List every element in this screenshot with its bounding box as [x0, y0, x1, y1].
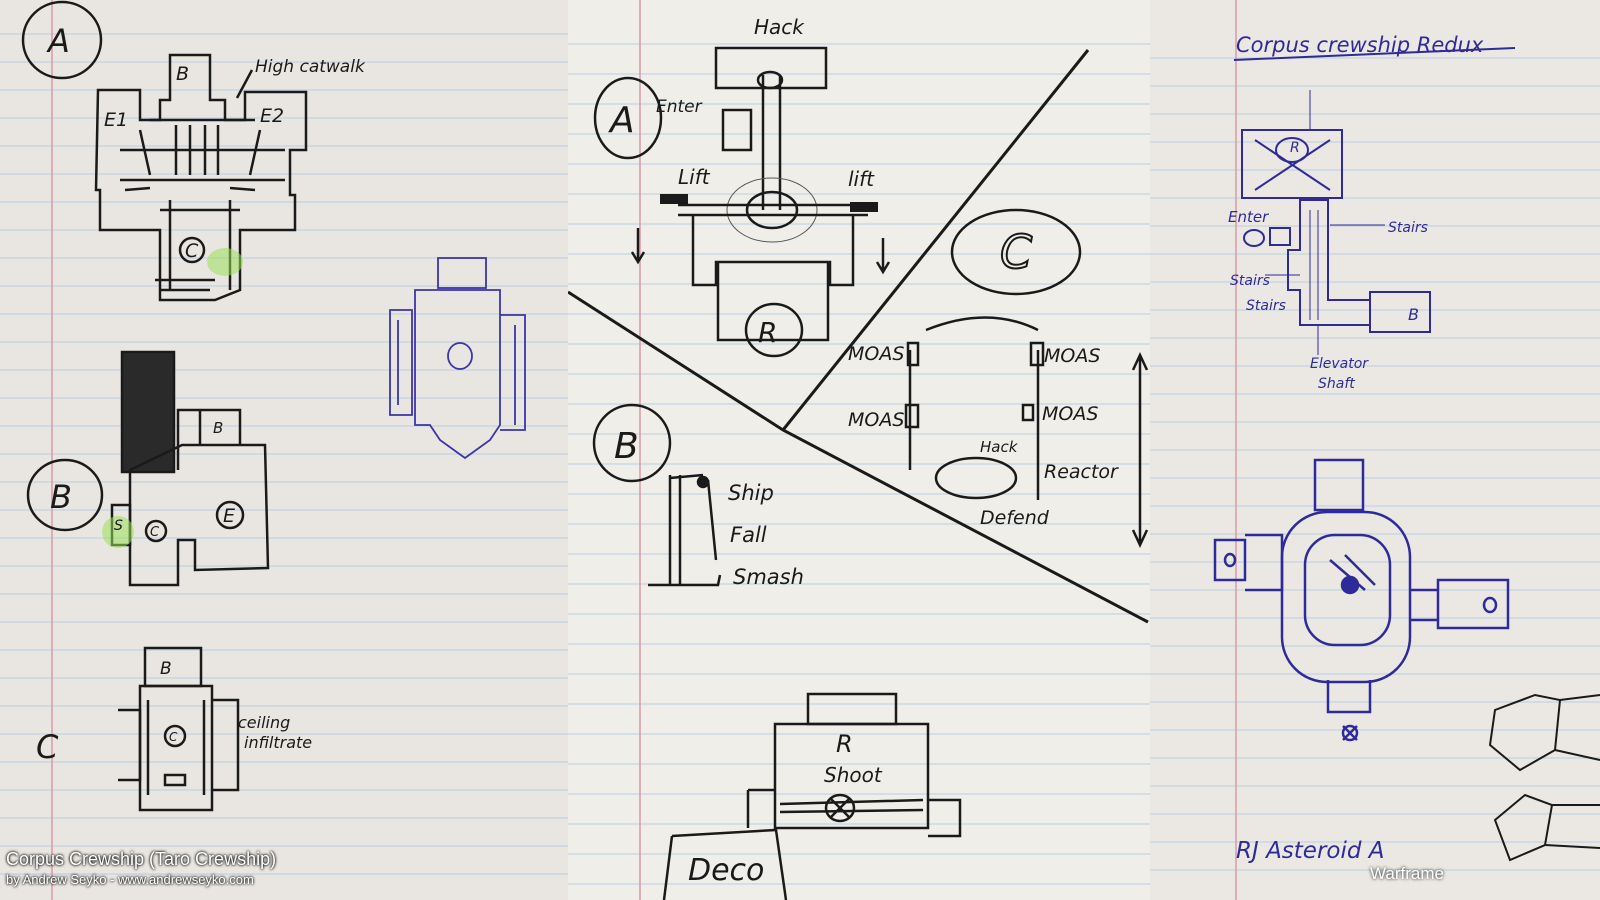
right-notebook-page: Corpus crewship Redux R Enter Stairs Sta… [1150, 0, 1600, 900]
room-label: B [160, 659, 172, 679]
asteroid-label: RJ Asteroid A [1236, 838, 1385, 864]
moas-label: MOAS [1044, 345, 1100, 367]
moas-label: MOAS [848, 343, 904, 365]
middle-notebook-page: A Hack Enter Lift lift R C MOAS MOAS MOA… [568, 0, 1150, 900]
deco-label: Deco [688, 853, 764, 888]
image-title: Corpus Crewship (Taro Crewship) [6, 849, 276, 870]
lift-marker-right [850, 202, 878, 212]
section-c-label: C [36, 728, 59, 766]
panel-b-label: B [614, 426, 639, 467]
room-label: E2 [260, 105, 284, 127]
fall-label: Fall [730, 523, 767, 547]
lift-label-left: Lift [678, 165, 711, 189]
high-catwalk-note: High catwalk [255, 57, 366, 77]
room-label: S [114, 518, 123, 534]
left-page-sketches: A B E1 E2 C High catwalk B B E S C C B C… [0, 0, 568, 900]
hack-label: Hack [980, 438, 1019, 456]
left-notebook-page: A B E1 E2 C High catwalk B B E S C C B C… [0, 0, 568, 900]
redux-title: Corpus crewship Redux [1236, 33, 1484, 57]
image-credit: by Andrew Seyko - www.andrewseyko.com [6, 872, 254, 887]
page-title: Corpus crewship Redux [1236, 33, 1484, 57]
moas-label: MOAS [848, 409, 904, 431]
smash-label: Smash [733, 565, 804, 589]
room-label: E [223, 505, 235, 527]
room-label: E1 [104, 109, 128, 131]
ship-label: Ship [728, 481, 774, 505]
game-label: Warframe [1370, 864, 1444, 884]
stairs-label: Stairs [1388, 220, 1428, 236]
enter-label: Enter [1228, 208, 1269, 226]
room-label: R [1290, 140, 1300, 156]
room-label: B [213, 419, 223, 437]
room-label: C [169, 730, 178, 744]
reactor-label: Reactor [1044, 461, 1119, 483]
enter-label: Enter [656, 97, 703, 117]
lift-marker-left [660, 194, 688, 204]
stairs-label: Stairs [1230, 273, 1270, 289]
room-label: B [176, 63, 189, 85]
defend-label: Defend [980, 507, 1050, 529]
room-label: R [758, 316, 777, 349]
section-a-label: A [46, 22, 70, 60]
lift-label-right: lift [848, 167, 875, 191]
panel-c-label: C [1000, 225, 1032, 279]
moas-label: MOAS [1042, 403, 1098, 425]
room-label: B [1408, 305, 1419, 324]
ceiling-note: ceiling [238, 713, 290, 732]
right-page-sketches: Corpus crewship Redux R Enter Stairs Sta… [1150, 0, 1600, 900]
infiltrate-note: infiltrate [244, 733, 312, 752]
stairs-label: Stairs [1246, 298, 1286, 314]
highlight-mark [207, 248, 243, 276]
section-b-label: B [50, 478, 72, 516]
middle-page-sketches: A Hack Enter Lift lift R C MOAS MOAS MOA… [568, 0, 1150, 900]
room-label: R [836, 730, 853, 758]
shoot-label: Shoot [824, 763, 883, 787]
room-label: C [185, 240, 199, 262]
panel-a-label: A [608, 100, 635, 141]
shaft-label: Shaft [1318, 376, 1355, 392]
asteroid-labels: RJ Asteroid A [1236, 838, 1385, 864]
hack-label: Hack [754, 15, 805, 39]
room-label: C [150, 525, 160, 540]
elevator-label: Elevator [1310, 356, 1369, 372]
